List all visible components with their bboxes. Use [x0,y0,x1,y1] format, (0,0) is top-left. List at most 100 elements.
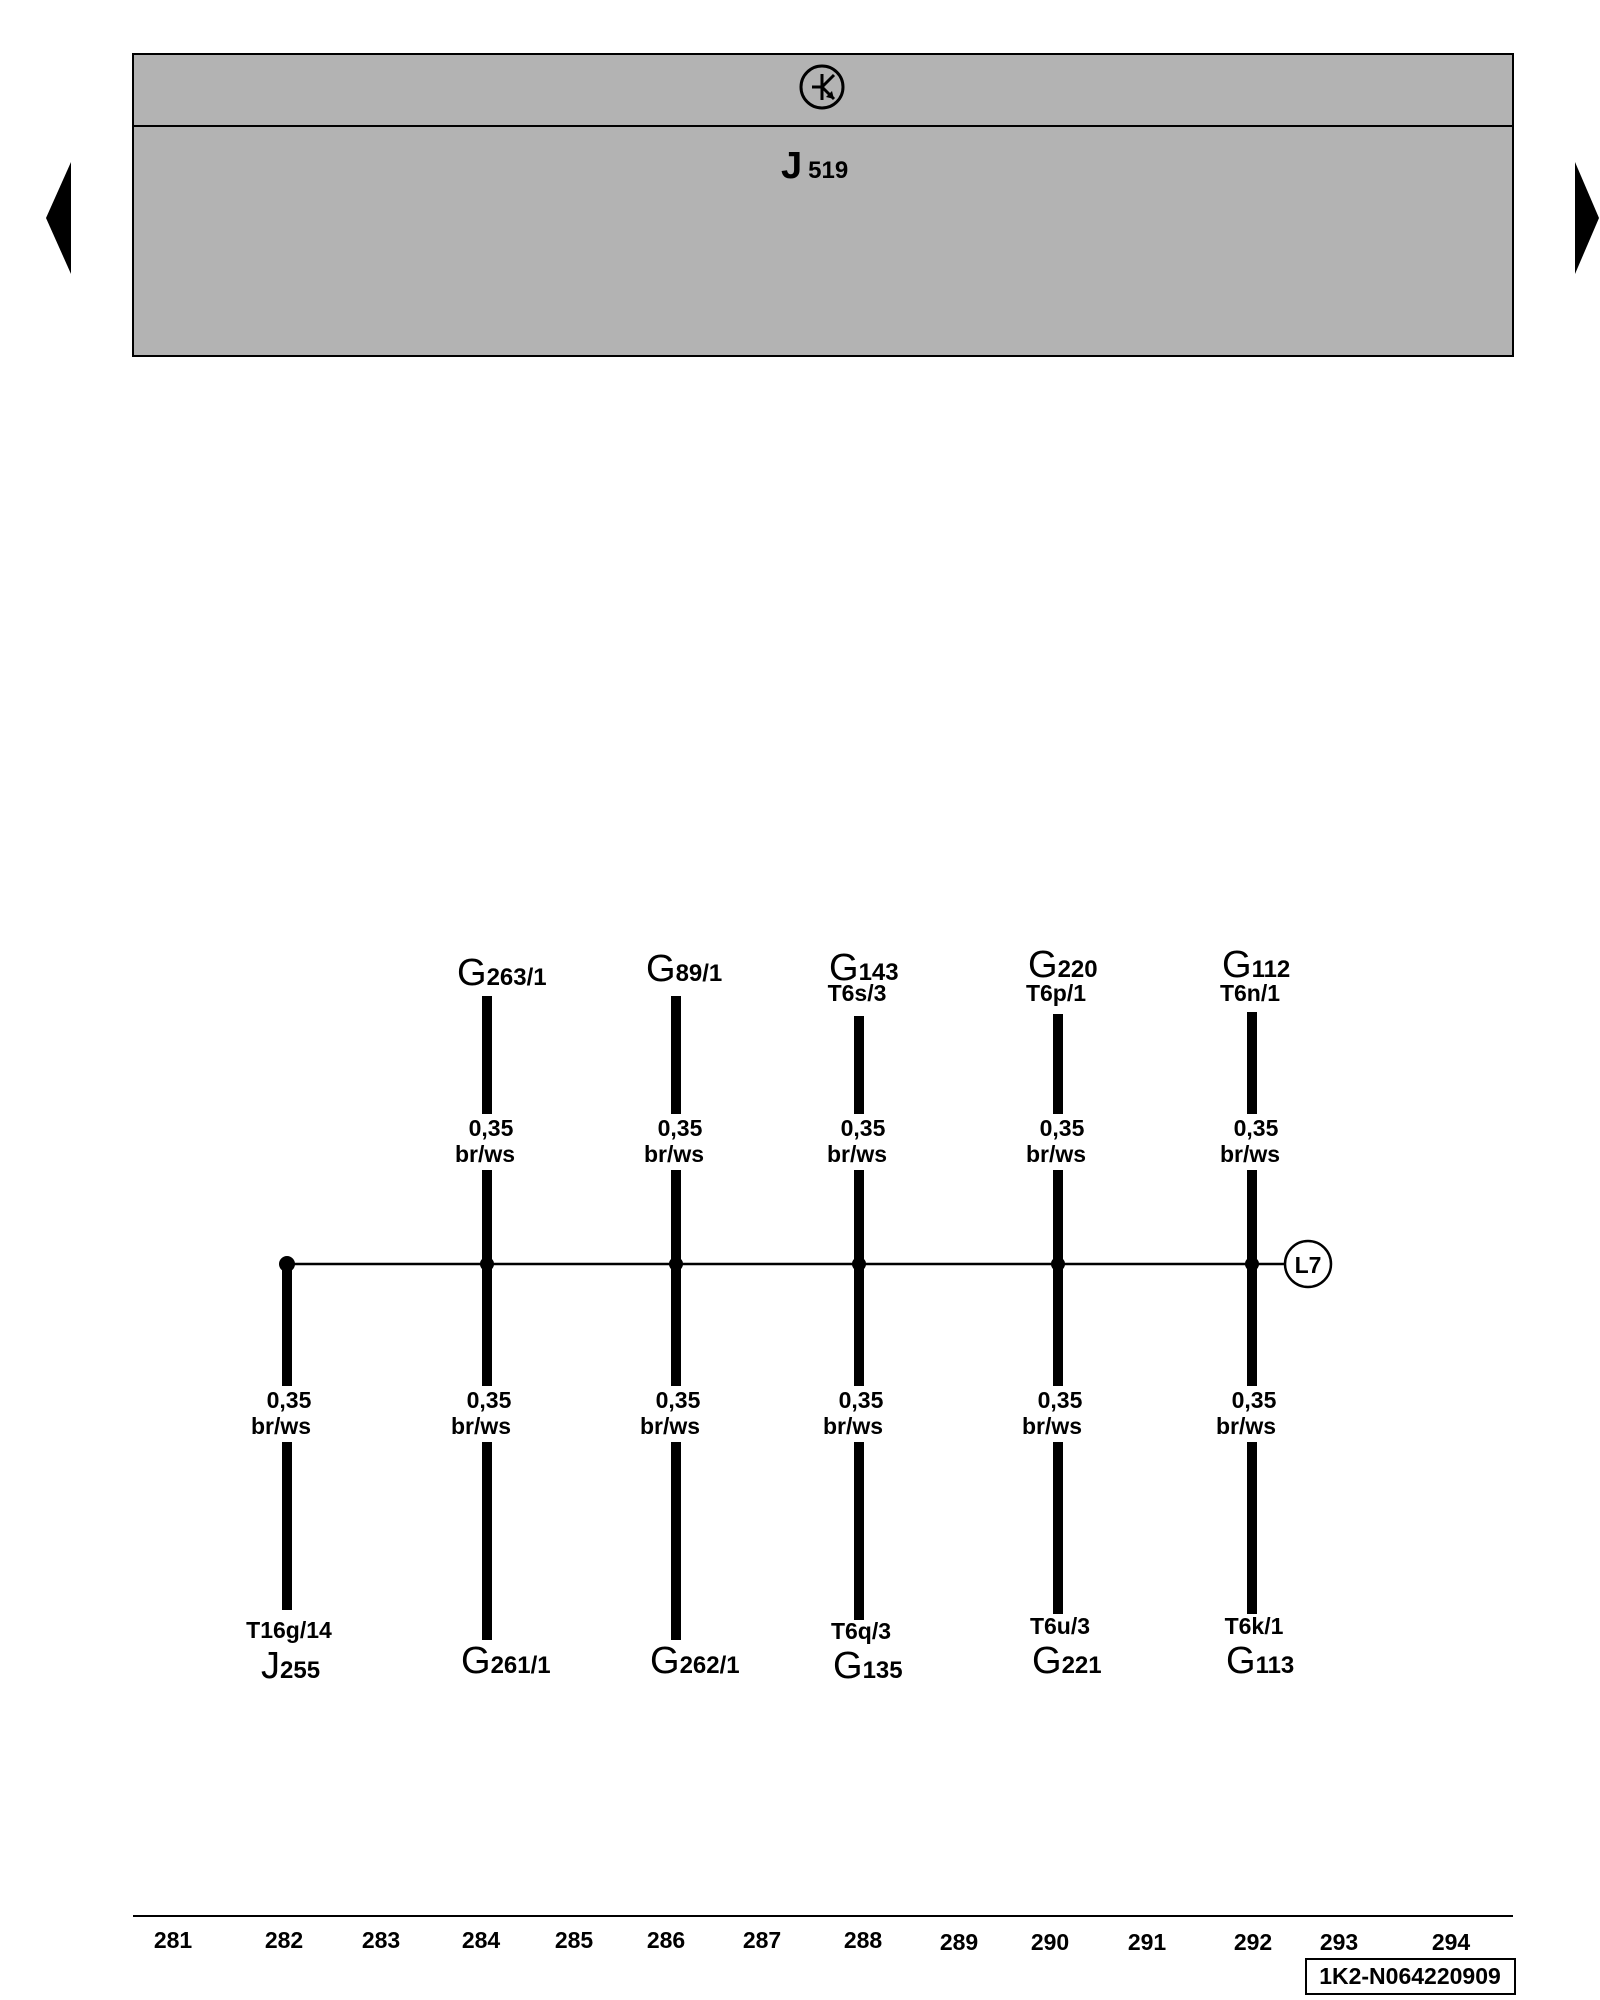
top-component-label-letter: G [646,948,676,990]
bottom-pin-label: T6u/3 [1030,1613,1090,1639]
wire-bottom-gauge: 0,35 [467,1387,512,1413]
wire-top-gauge: 0,35 [1234,1115,1279,1141]
wire-bottom-segment-upper [282,1264,292,1386]
wire-bottom-segment-lower [1053,1442,1063,1614]
scale-number-286: 286 [647,1927,685,1953]
wire-bottom-segment-upper [671,1264,681,1386]
wire-top-gauge: 0,35 [469,1115,514,1141]
doc-id-frame [1305,1958,1516,1995]
wire-bottom-segment-upper [1247,1264,1257,1386]
wire-top-segment-upper [482,996,492,1114]
bottom-component-label-number: 255 [280,1657,320,1684]
bottom-component-label: G261/1 [461,1640,551,1682]
scale-number-282: 282 [265,1927,303,1953]
wire-bottom-segment-lower [854,1442,864,1620]
header-component-number: 519 [808,157,848,184]
wire-bottom-color: br/ws [451,1413,511,1439]
scale-number-284: 284 [462,1927,501,1953]
top-component-label: G143 [829,947,899,989]
wire-bottom-segment-upper [854,1264,864,1386]
wire-bottom-segment-lower [671,1442,681,1640]
wire-bottom-segment-upper [482,1264,492,1386]
bottom-component-label-letter: G [461,1640,491,1682]
top-component-label-letter: G [457,952,487,994]
doc-id-box: 1K2-N064220909 [1305,1958,1516,1995]
bottom-component-label-number: 135 [863,1657,903,1684]
wire-top-segment-lower [482,1170,492,1264]
bottom-component-label: J255 [261,1645,320,1687]
wire-top-segment-upper [1247,1012,1257,1114]
wire-bottom-gauge: 0,35 [267,1387,312,1413]
wire-columns: 0,35br/wsT16g/14J2550,35br/wsG263/10,35b… [246,944,1294,1687]
bottom-component-label: G113 [1226,1640,1294,1682]
wire-top-color: br/ws [1220,1141,1280,1167]
wire-bottom-color: br/ws [823,1413,883,1439]
bottom-pin-label: T16g/14 [246,1617,332,1643]
top-component-label-letter: G [1028,944,1058,986]
connector-l7-circle [1283,1239,1333,1289]
top-component-label-number: 112 [1252,956,1291,983]
wire-top-gauge: 0,35 [1040,1115,1085,1141]
bottom-component-label: G262/1 [650,1640,740,1682]
connector-l7: L7 [1283,1239,1333,1289]
bottom-component-label: G135 [833,1645,903,1687]
wire-top-color: br/ws [827,1141,887,1167]
bottom-component-label-letter: J [261,1645,280,1687]
wire-bottom-segment-lower [1247,1442,1257,1614]
wire-bottom-color: br/ws [251,1413,311,1439]
wire-bottom-segment-upper [1053,1264,1063,1386]
junction-dot [480,1257,494,1271]
wire-bottom-gauge: 0,35 [656,1387,701,1413]
wire-bottom-gauge: 0,35 [839,1387,884,1413]
wire-top-segment-lower [1053,1170,1063,1264]
scale-number-293: 293 [1320,1929,1358,1955]
bottom-pin-label: T6q/3 [831,1618,891,1644]
wire-top-color: br/ws [644,1141,704,1167]
scale-number-294: 294 [1432,1929,1471,1955]
top-pin-label: T6n/1 [1220,980,1280,1006]
wire-top-segment-lower [671,1170,681,1264]
wire-bottom-color: br/ws [1022,1413,1082,1439]
next-page-arrow-icon[interactable] [1575,162,1599,274]
wire-top-segment-lower [854,1170,864,1264]
scale-number-288: 288 [844,1927,883,1953]
top-pin-label: T6p/1 [1026,980,1086,1006]
wire-top-color: br/ws [1026,1141,1086,1167]
doc-id-text: 1K2-N064220909 [1319,1963,1501,1989]
wire-bottom-gauge: 0,35 [1038,1387,1083,1413]
top-component-label: G220 [1028,944,1098,986]
scale-number-283: 283 [362,1927,400,1953]
junction-dot [1051,1257,1065,1271]
connector-l7-label: L7 [1295,1252,1322,1278]
junction-dot [852,1257,866,1271]
prev-page-arrow-icon[interactable] [46,162,71,274]
bottom-component-label-letter: G [650,1640,680,1682]
top-component-label-letter: G [829,947,859,989]
wire-bottom-color: br/ws [640,1413,700,1439]
bottom-component-label-number: 221 [1062,1652,1102,1679]
bottom-component-label-number: 261/1 [491,1652,551,1679]
top-component-label: G263/1 [457,952,547,994]
wire-top-segment-upper [854,1016,864,1114]
scale-number-289: 289 [940,1929,978,1955]
header-component-letter: J [781,145,802,187]
scale-number-292: 292 [1234,1929,1272,1955]
scale-number-290: 290 [1031,1929,1069,1955]
scale-number-291: 291 [1128,1929,1167,1955]
wire-top-segment-upper [1053,1014,1063,1114]
bottom-component-label-letter: G [833,1645,863,1687]
top-pin-label: T6s/3 [828,980,887,1006]
control-unit-symbol-icon [799,64,845,110]
bottom-component-label-number: 262/1 [680,1652,740,1679]
wire-top-gauge: 0,35 [658,1115,703,1141]
wire-bottom-segment-lower [482,1442,492,1640]
